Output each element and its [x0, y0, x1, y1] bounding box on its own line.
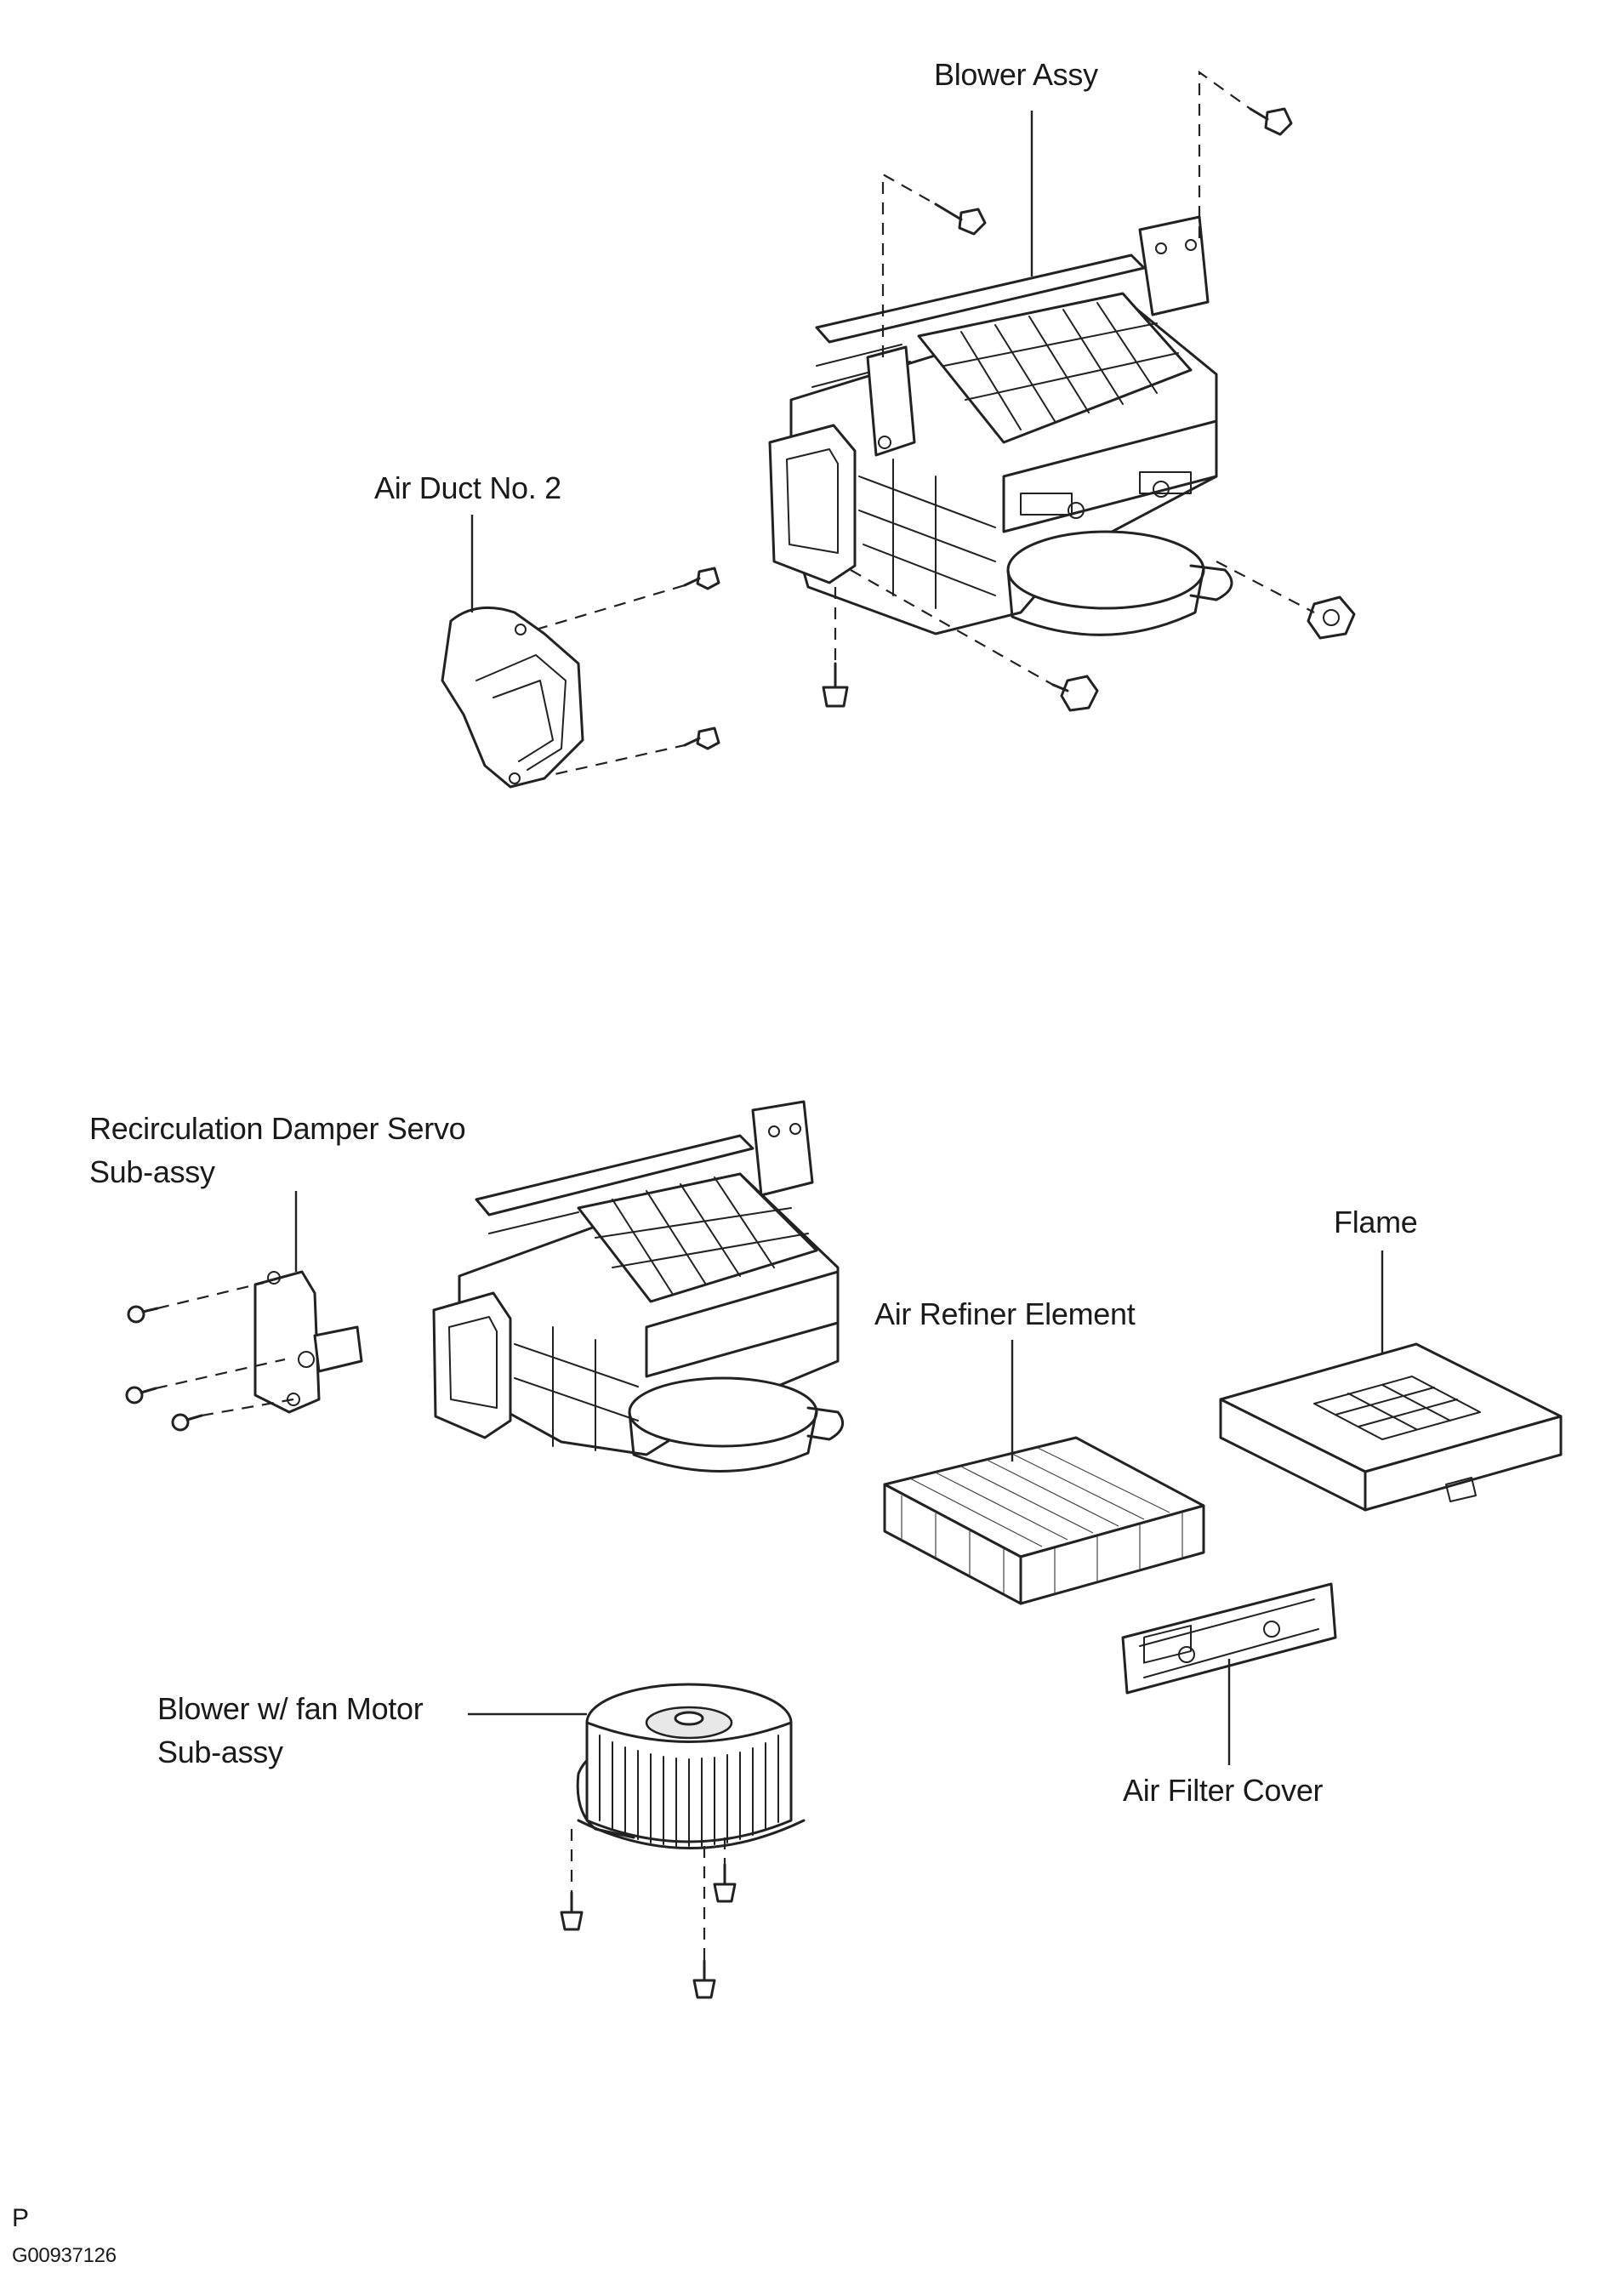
dashed-guides-fan — [570, 1829, 726, 1961]
servo-screw-1 — [127, 1305, 159, 1324]
bolt-top-mid — [934, 202, 987, 236]
label-blower-fan-motor-line2: Sub-assy — [157, 1735, 283, 1769]
dashed-guides-servo — [155, 1281, 294, 1417]
fan-screw-2 — [713, 1863, 737, 1903]
servo-screw-3 — [171, 1413, 203, 1432]
label-recirc-servo-line1: Recirculation Damper Servo — [89, 1111, 466, 1146]
bolt-duct-upper — [683, 567, 720, 590]
blower-fan-motor — [576, 1683, 806, 1849]
blower-assy-assembled — [768, 215, 1233, 636]
bolt-duct-lower — [683, 726, 720, 750]
label-air-filter-cover: Air Filter Cover — [1123, 1773, 1324, 1808]
flame-frame — [1219, 1342, 1563, 1512]
nut-bottom-center — [1051, 675, 1099, 712]
air-duct-no2 — [441, 606, 584, 789]
nut-right — [1307, 595, 1356, 640]
footer-code: G00937126 — [12, 2244, 117, 2267]
recirculation-damper-servo — [253, 1270, 363, 1414]
label-flame: Flame — [1334, 1205, 1418, 1239]
fan-screw-3 — [692, 1959, 716, 1999]
air-filter-cover — [1121, 1582, 1337, 1695]
blower-case-exploded — [432, 1100, 845, 1473]
label-air-duct-no2: Air Duct No. 2 — [374, 470, 561, 505]
label-blower-fan-motor-line1: Blower w/ fan Motor — [157, 1691, 424, 1726]
screw-bottom-left — [822, 662, 849, 708]
bolt-top-right — [1249, 107, 1293, 136]
footer-mark: P — [12, 2204, 29, 2232]
dashed-guides-top — [535, 70, 1315, 780]
label-recirc-servo-line2: Sub-assy — [89, 1154, 215, 1189]
label-blower-assy: Blower Assy — [934, 57, 1098, 92]
servo-screw-2 — [125, 1386, 157, 1404]
label-air-refiner-element: Air Refiner Element — [874, 1296, 1136, 1331]
fan-screw-1 — [560, 1891, 584, 1931]
air-refiner-element — [883, 1436, 1205, 1605]
